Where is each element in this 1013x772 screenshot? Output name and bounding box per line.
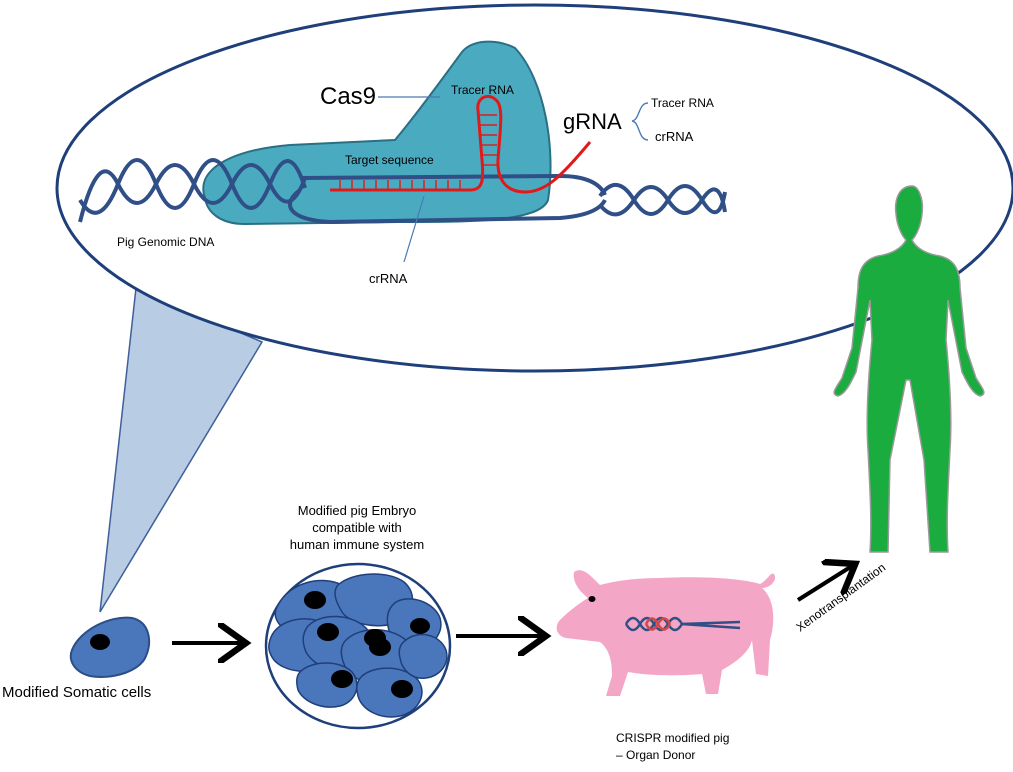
dna-helix-right	[598, 183, 727, 217]
zoom-cone	[99, 286, 264, 613]
embryo-label-line2: compatible with	[312, 520, 402, 535]
crrna-leader-line	[403, 195, 425, 263]
crispr-pig	[556, 570, 776, 696]
dna-helix-left	[78, 158, 307, 223]
tracer-rna-label: Tracer RNA	[451, 83, 514, 97]
embryo-label-line3: human immune system	[290, 537, 424, 552]
grna-label: gRNA	[563, 109, 622, 134]
grna-brace	[631, 102, 649, 141]
pig-label-line1: CRISPR modified pig	[616, 731, 729, 745]
crrna-label: crRNA	[369, 271, 408, 286]
guide-rna	[330, 94, 592, 194]
somatic-cell	[69, 616, 150, 678]
embryo-label-line1: Modified pig Embryo	[298, 503, 417, 518]
guide-rna-rungs	[339, 114, 497, 190]
grna-crrna-label: crRNA	[655, 129, 694, 144]
target-sequence-label: Target sequence	[345, 153, 434, 167]
cas9-label: Cas9	[320, 83, 376, 110]
pig-label-line2: – Organ Donor	[616, 748, 695, 762]
arrow-pig-to-human	[796, 566, 852, 602]
pig-genomic-dna-label: Pig Genomic DNA	[117, 235, 214, 249]
human-recipient	[833, 185, 985, 553]
somatic-cells-label: Modified Somatic cells	[2, 684, 151, 701]
grna-tracer-rna-label: Tracer RNA	[651, 96, 714, 110]
pig-embryo	[264, 562, 452, 730]
